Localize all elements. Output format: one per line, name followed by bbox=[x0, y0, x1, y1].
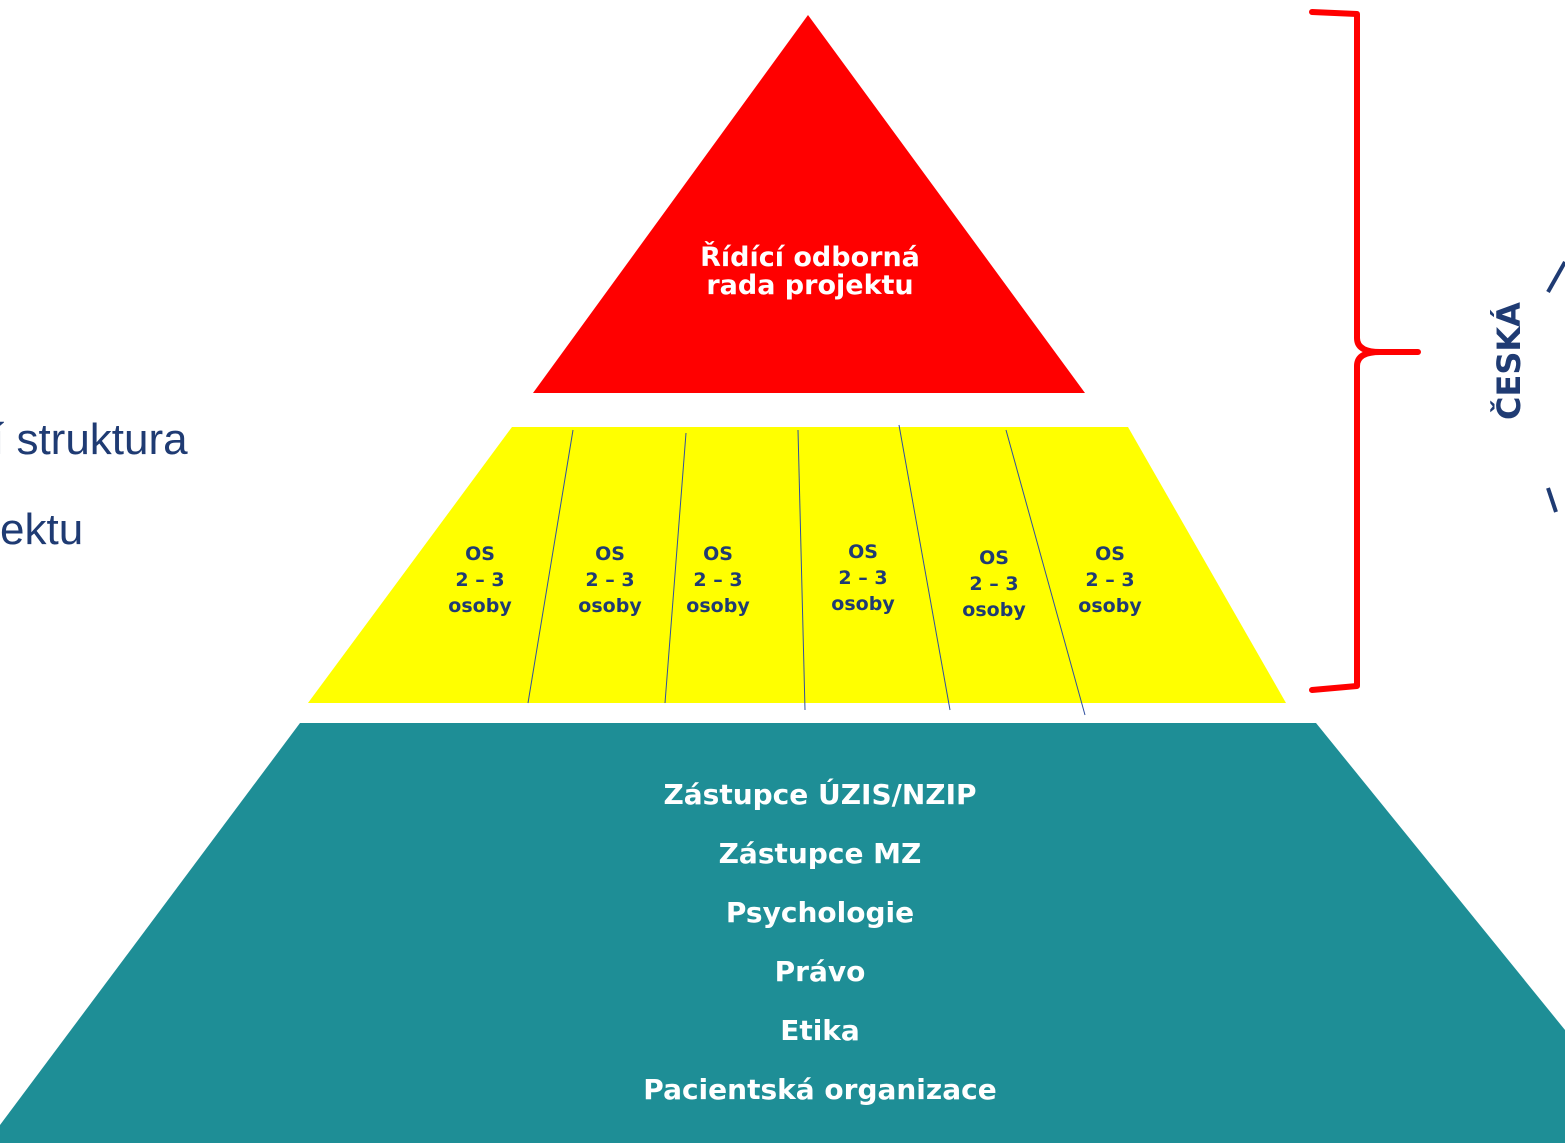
base-tier-list: Zástupce ÚZIS/NZIP Zástupce MZ Psycholog… bbox=[560, 765, 1080, 1119]
base-item-psychologie: Psychologie bbox=[725, 896, 915, 929]
os-cell-title: OS bbox=[703, 543, 733, 565]
base-item-etika: Etika bbox=[780, 1014, 860, 1047]
os-cell-title: OS bbox=[465, 543, 495, 565]
os-cell-2: OS 2 – 3 osoby bbox=[555, 541, 665, 619]
base-tier-trapezoid bbox=[0, 723, 1565, 1143]
logo-arc-marks bbox=[1546, 261, 1565, 513]
side-title-line-1: í struktura bbox=[0, 415, 188, 464]
curly-bracket bbox=[1309, 9, 1421, 693]
logo-arc-bottom bbox=[1546, 487, 1558, 513]
os-cell-3: OS 2 – 3 osoby bbox=[663, 541, 773, 619]
middle-tier-trapezoid bbox=[308, 427, 1286, 703]
os-cell-5: OS 2 – 3 osoby bbox=[939, 545, 1049, 623]
os-cell-title: OS bbox=[979, 547, 1009, 569]
middle-tier-dividers bbox=[527, 424, 1086, 716]
os-cell-count: 2 – 3 bbox=[693, 569, 743, 591]
os-cell-4: OS 2 – 3 osoby bbox=[808, 539, 918, 617]
top-tier-triangle bbox=[533, 15, 1085, 393]
side-title-line-2: ektu bbox=[0, 505, 84, 554]
os-cell-count: 2 – 3 bbox=[585, 569, 635, 591]
top-tier-label-line-2: rada projektu bbox=[706, 270, 914, 301]
base-item-pravo: Právo bbox=[774, 955, 866, 988]
os-cell-unit: osoby bbox=[448, 595, 512, 617]
middle-divider-1 bbox=[527, 429, 574, 704]
middle-divider-2 bbox=[664, 432, 687, 704]
os-cell-unit: osoby bbox=[962, 599, 1026, 621]
os-cell-title: OS bbox=[1095, 543, 1125, 565]
os-cell-count: 2 – 3 bbox=[969, 573, 1019, 595]
base-item-mz: Zástupce MZ bbox=[718, 837, 922, 870]
logo-arc-top bbox=[1546, 261, 1565, 293]
os-cell-unit: osoby bbox=[1078, 595, 1142, 617]
os-cell-6: OS 2 – 3 osoby bbox=[1055, 541, 1165, 619]
middle-divider-5 bbox=[1005, 429, 1086, 716]
top-tier-label: Řídící odborná rada projektu bbox=[660, 244, 960, 300]
os-cell-count: 2 – 3 bbox=[455, 569, 505, 591]
os-cell-title: OS bbox=[848, 541, 878, 563]
base-item-uzis: Zástupce ÚZIS/NZIP bbox=[663, 778, 977, 811]
os-cell-count: 2 – 3 bbox=[838, 567, 888, 589]
base-item-pacientska-organizace: Pacientská organizace bbox=[643, 1073, 997, 1106]
os-cell-title: OS bbox=[595, 543, 625, 565]
os-cell-unit: osoby bbox=[686, 595, 750, 617]
os-cell-1: OS 2 – 3 osoby bbox=[425, 541, 535, 619]
os-cell-count: 2 – 3 bbox=[1085, 569, 1135, 591]
os-cell-unit: osoby bbox=[578, 595, 642, 617]
middle-divider-3 bbox=[797, 429, 806, 711]
os-cell-unit: osoby bbox=[831, 593, 895, 615]
middle-divider-4 bbox=[898, 424, 951, 711]
logo-text: ČESKÁ bbox=[1490, 302, 1528, 420]
top-tier-label-line-1: Řídící odborná bbox=[700, 242, 920, 273]
